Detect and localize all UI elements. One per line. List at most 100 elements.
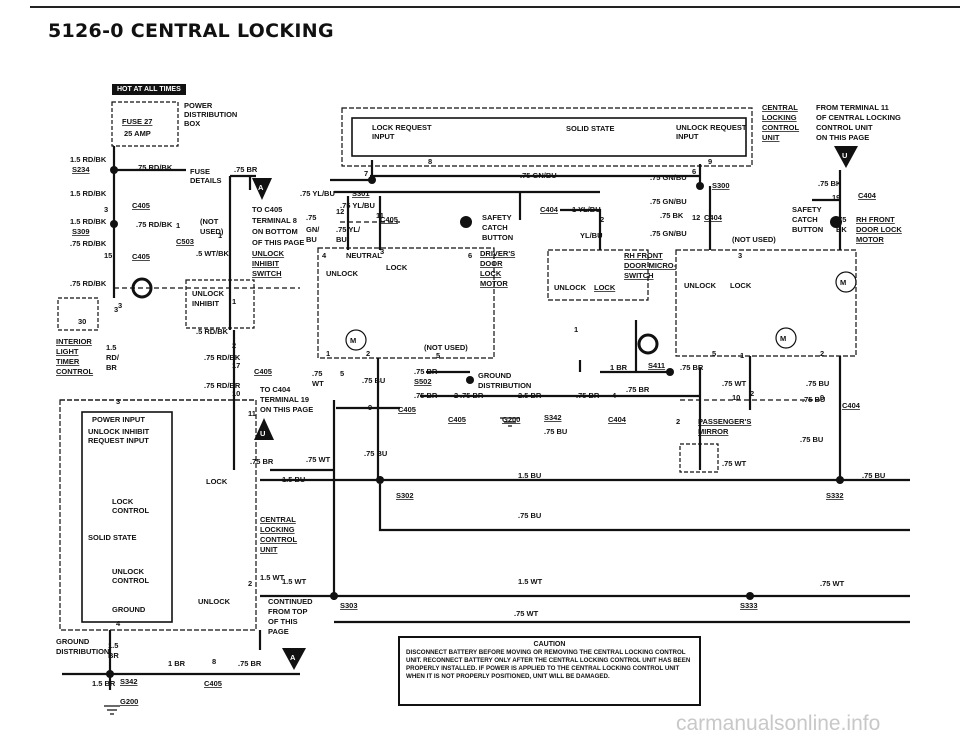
label-from-term-2: OF CENTRAL LOCKING (816, 113, 901, 122)
wire-label: .75 BU (802, 395, 825, 404)
label-lock-rh2: LOCK (730, 281, 752, 290)
pin-label: 3 (104, 205, 108, 214)
fuse-amp-label: 25 AMP (124, 129, 151, 138)
wire-label: 1.5 RD/BK (70, 155, 107, 164)
label-ilt-1: INTERIOR (56, 337, 92, 346)
wire-label: .75 BR (238, 659, 262, 668)
caution-heading: CAUTION (533, 641, 566, 648)
connector-label: S300 (712, 181, 730, 190)
label-to-c405-1: TO C405 (252, 205, 282, 214)
pin-label: 9 (820, 393, 824, 402)
wire-label: 1 BR (168, 659, 186, 668)
splice-s302 (376, 476, 384, 484)
pin-label: 12 (336, 207, 344, 216)
label-scl-1: SAFETY (482, 213, 512, 222)
wire-label: .75 RD/BR (204, 381, 241, 390)
pin-label: 9 (708, 157, 712, 166)
label-continued-1: CONTINUED (268, 597, 313, 606)
label-power: POWER (184, 101, 213, 110)
wire-label: .75 BU (544, 427, 567, 436)
connector-label: S502 (414, 377, 432, 386)
label-to-c405-2: TERMINAL 8 (252, 216, 297, 225)
wire-label: 1.5 BU (518, 471, 541, 480)
wire-label: 2.5 BR (518, 391, 542, 400)
connector-label: C405 (204, 679, 222, 688)
ccu-solid-state-block (81, 411, 173, 623)
pin-label: 2 (366, 349, 370, 358)
pin-label: 1 (326, 349, 330, 358)
label-gdbl-2: DISTRIBUTION (56, 647, 109, 656)
wire-label: .75 WT (306, 455, 331, 464)
wire-label: .5 WT/BK (196, 249, 229, 258)
caution-box: CAUTION DISCONNECT BATTERY BEFORE MOVING… (398, 636, 701, 706)
pin-label: 17 (232, 361, 240, 370)
connector-label: C404 (704, 213, 723, 222)
splice-s309 (110, 220, 118, 228)
driver-motor-icon (345, 329, 367, 351)
wire-label: .75 BR (460, 391, 484, 400)
label-not-used-2: (NOT USED) (424, 343, 468, 352)
svg-text:M: M (350, 336, 356, 345)
pin-label: 9 (368, 403, 372, 412)
label-to-c405-4: OF THIS PAGE (252, 238, 304, 247)
pin-label: 10 (732, 393, 740, 402)
wire-label: .75 BU (862, 471, 885, 480)
label-uis-3: SWITCH (252, 269, 282, 278)
pin-label: 2 (248, 579, 252, 588)
label-to-c405-3: ON BOTTOM (252, 227, 298, 236)
label-ilt-4: CONTROL (56, 367, 93, 376)
label-unlock-rh2: UNLOCK (684, 281, 717, 290)
pin-label: 1 (232, 297, 236, 306)
pin-label: 1 (218, 231, 222, 240)
safety-catch-button-left (460, 216, 472, 228)
interior-light-timer-box (57, 297, 99, 331)
wire-label: .75 BR (414, 367, 438, 376)
marker-a-bottom (282, 648, 306, 670)
connector-label: C405 (448, 415, 466, 424)
label-from-term-3: CONTROL UNIT (816, 123, 873, 132)
label-lc-1: LOCK (112, 497, 134, 506)
pin-label: 6 (692, 167, 696, 176)
rh-front-motor-2-icon (775, 327, 797, 349)
label-pm-1: PASSENGER'S (698, 417, 751, 426)
pin-label: 3 (114, 305, 118, 314)
watermark: carmanualsonline.info (676, 712, 881, 735)
connector-label: G200 (502, 415, 520, 424)
label-ilt-3: TIMER (56, 357, 80, 366)
connector-label: S342 (544, 413, 562, 422)
label-lock-ccu: LOCK (206, 477, 228, 486)
label-continued-2: FROM TOP (268, 607, 307, 616)
label-rhfmotor-1: RH FRONT (856, 215, 895, 224)
wire-label: .75 GN/BU (650, 229, 687, 238)
wire-label: .75 BR (414, 391, 438, 400)
label-pm-2: MIRROR (698, 427, 729, 436)
label-gd-2: DISTRIBUTION (478, 381, 531, 390)
label-fuse-details-2: DETAILS (190, 176, 222, 185)
pin-label: 8 (428, 157, 432, 166)
wire-label: .75 WT (514, 609, 539, 618)
wire-label: .75 RD/BK (204, 353, 241, 362)
label-to-c404-3: ON THIS PAGE (260, 405, 313, 414)
pin-label: 6 (468, 251, 472, 260)
connector-label: C503 (176, 237, 194, 246)
label-lock-request-1: LOCK REQUEST (372, 123, 432, 132)
wire-label: 1 BR (610, 363, 628, 372)
wire-label: BR (106, 363, 117, 372)
label-ccu-tr-3: CONTROL (762, 123, 799, 132)
label-uir-2: REQUEST INPUT (88, 436, 149, 445)
pin-label: 4 (116, 619, 121, 628)
label-lc-2: CONTROL (112, 506, 149, 515)
wire-label: 1.5 RD/BK (70, 189, 107, 198)
wire-label: .75 BR (680, 363, 704, 372)
wire-label: 1.5 (108, 641, 118, 650)
pin-label: 1 (740, 351, 744, 360)
wire-label: 1.5 BU (282, 475, 305, 484)
wire-label: .75 BR (576, 391, 600, 400)
wire-label: .75 BK (818, 179, 842, 188)
pin-label: 1 (176, 221, 180, 230)
label-continued-3: OF THIS (268, 617, 298, 626)
pin-label: 15 (104, 251, 112, 260)
pin-label: 5 (712, 349, 716, 358)
connector-label: G200 (120, 697, 138, 706)
connector-label: C404 (842, 401, 861, 410)
